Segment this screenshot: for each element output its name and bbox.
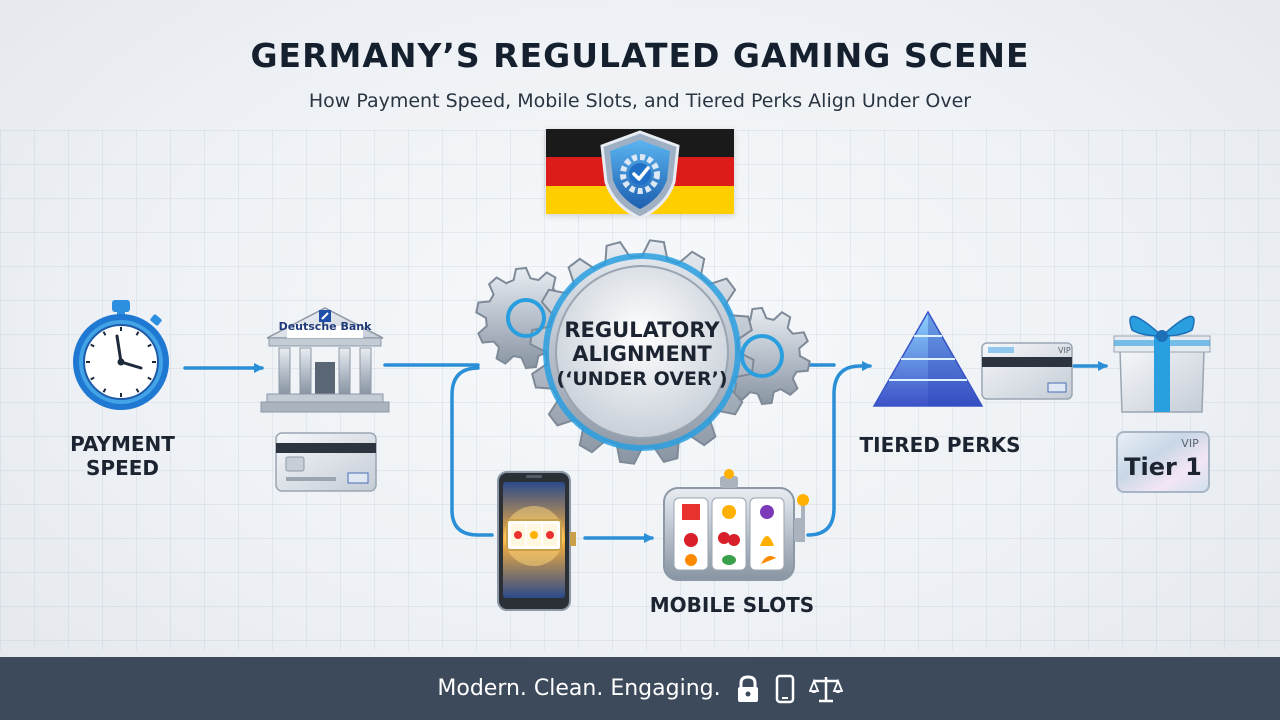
gear-line-1: REGULATORY — [564, 318, 720, 342]
vip-tier-badge — [1116, 431, 1210, 493]
stopwatch-tick — [102, 331, 107, 336]
pyramid-icon — [872, 310, 984, 407]
mobile-slots-label: MOBILE SLOTS — [649, 593, 815, 617]
stopwatch-tick — [135, 388, 140, 393]
arrow-gear-down-to-mobile — [450, 366, 494, 537]
gear-icon — [475, 239, 811, 465]
connectors — [183, 361, 1108, 543]
page-subtitle: How Payment Speed, Mobile Slots, and Tie… — [308, 90, 972, 112]
stopwatch-tick — [147, 343, 152, 348]
shield-check-icon — [600, 130, 680, 220]
phone-icon — [775, 674, 794, 703]
stopwatch-icon — [73, 300, 169, 410]
stopwatch-tick — [147, 376, 152, 381]
stopwatch-tick — [135, 331, 140, 336]
credit-card-icon — [275, 432, 377, 492]
bank-sign-text: Deutsche Bank — [279, 320, 373, 333]
footer-tagline: Modern. Clean. Engaging. — [437, 676, 721, 701]
stopwatch-tick — [90, 376, 95, 381]
stopwatch-tick — [90, 343, 95, 348]
tiered-perks-label: TIERED PERKS — [859, 433, 1021, 457]
vip-badge-tier: Tier 1 — [1124, 453, 1202, 481]
gear-line-3: (‘UNDER OVER’) — [556, 368, 727, 390]
payment-speed-line-2: SPEED — [86, 456, 159, 480]
slot-machine-icon — [663, 469, 809, 581]
vip-card-icon — [981, 342, 1073, 400]
gift-box-icon — [1113, 315, 1211, 413]
bank-icon — [260, 307, 390, 413]
payment-speed-line-1: PAYMENT — [70, 432, 175, 456]
stopwatch-tick — [102, 388, 107, 393]
vip-card-text: VIP — [1058, 346, 1071, 355]
vip-badge-vip: VIP — [1181, 437, 1199, 450]
scales-icon — [808, 676, 843, 702]
page-title: GERMANY’S REGULATED GAMING SCENE — [250, 36, 1030, 75]
smartphone-icon — [497, 471, 576, 611]
payment-speed-label: PAYMENT SPEED — [50, 432, 195, 480]
lock-icon — [737, 674, 758, 702]
arrow-slot-up-to-perks — [806, 361, 872, 537]
gear-line-2: ALIGNMENT — [572, 342, 712, 366]
footer-bar: Modern. Clean. Engaging. — [0, 657, 1280, 720]
